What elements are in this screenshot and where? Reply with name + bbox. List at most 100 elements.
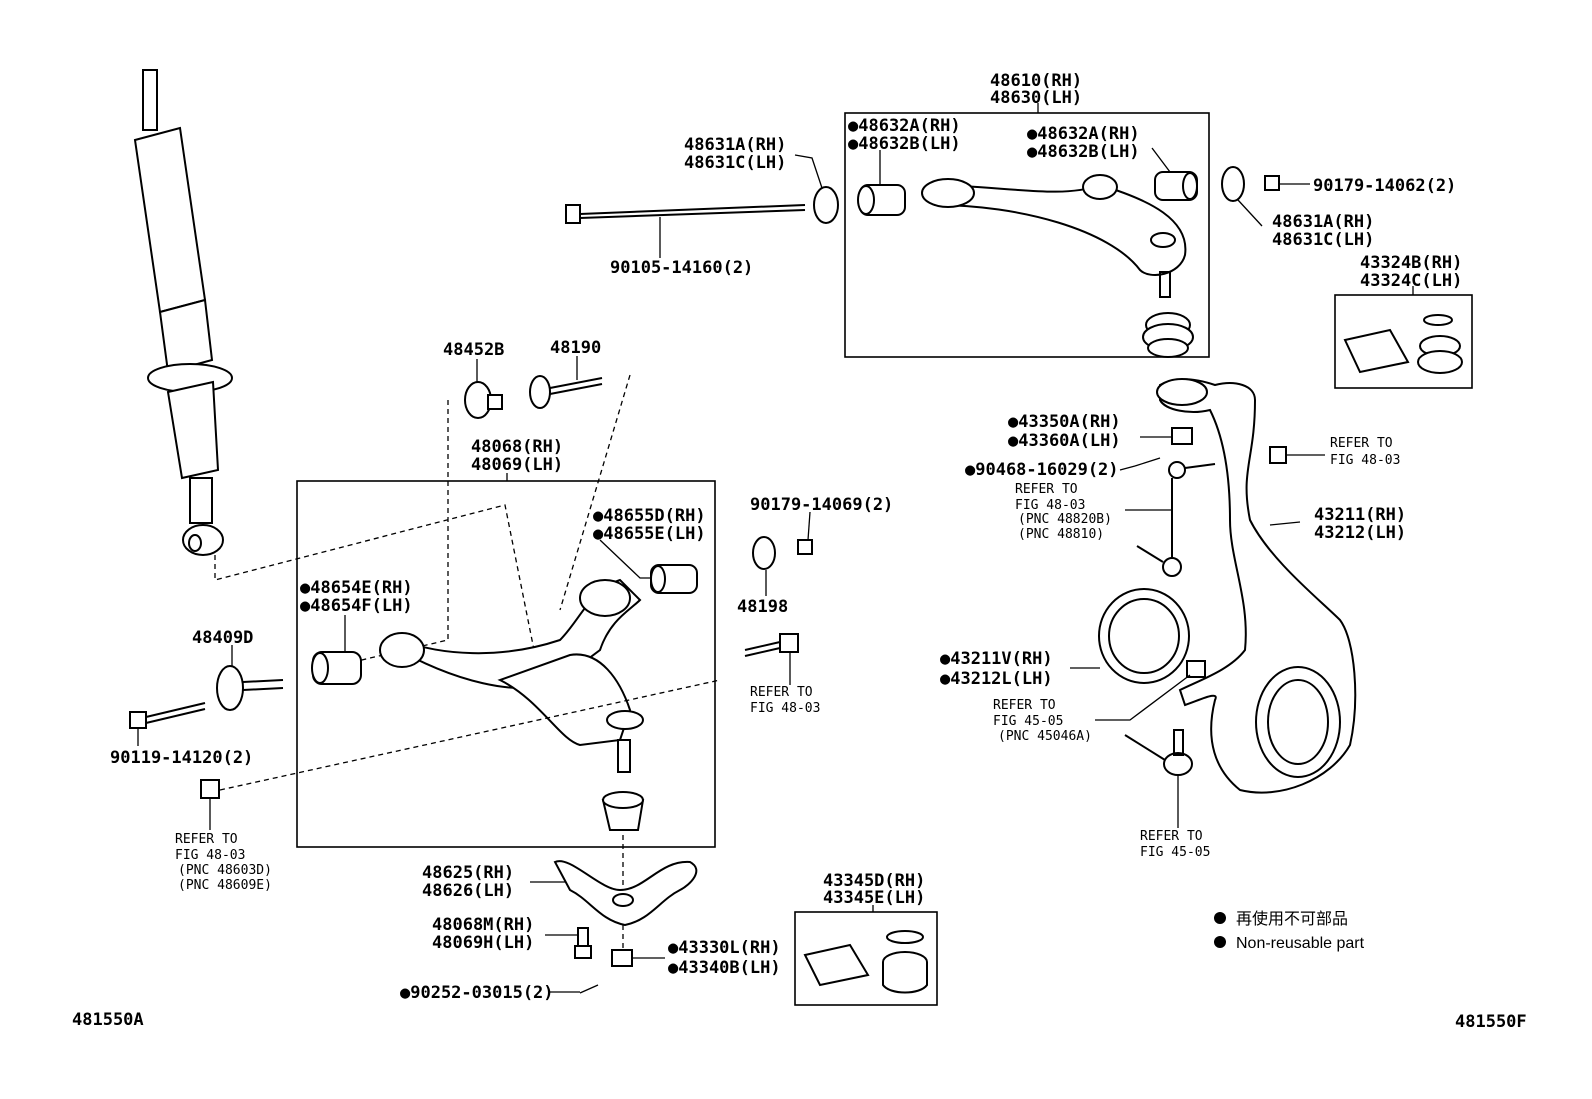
label-48654E[interactable]: ●48654E(RH) [300,578,413,598]
label-48631A-right[interactable]: 48631A(RH) [1272,212,1374,232]
label-48632A-left[interactable]: ●48632A(RH) [848,116,961,136]
refer-note-6-line3[interactable]: (PNC 48603D) [178,863,272,878]
bolt-90119-14120[interactable] [129,702,206,729]
refer-note-4-line1[interactable]: REFER TO [993,698,1056,713]
stabilizer-bracket-48625[interactable] [553,860,698,927]
label-43340B[interactable]: ●43340B(LH) [668,958,781,978]
refer-note-4-line3[interactable]: (PNC 45046A) [998,729,1092,744]
refer-note-2-line3[interactable]: (PNC 48820B) [1018,512,1112,527]
label-43345D[interactable]: 43345D(RH) [823,871,925,891]
lower-control-arm[interactable] [379,578,644,773]
label-90179-14069[interactable]: 90179-14069(2) [750,495,893,515]
oil-seal-43211V[interactable] [1098,588,1190,684]
nut-90179-14062[interactable] [1264,175,1280,191]
shock-absorber[interactable] [133,69,233,556]
label-90179-14062[interactable]: 90179-14062(2) [1313,176,1456,196]
label-48626[interactable]: 48626(LH) [422,881,514,901]
label-90252[interactable]: ●90252-03015(2) [400,983,554,1003]
cam-bolt-48190[interactable] [529,375,603,409]
lead-90468 [1119,465,1136,471]
refer-note-3-line1[interactable]: REFER TO [1330,436,1393,451]
label-48198[interactable]: 48198 [737,597,788,617]
lead-48631-left [794,154,823,189]
label-48632B-left[interactable]: ●48632B(LH) [848,134,961,154]
nut-refer-45-05[interactable] [1186,660,1206,678]
upper-control-arm[interactable] [921,174,1194,358]
label-43212[interactable]: 43212(LH) [1314,523,1406,543]
refer-note-6-line2[interactable]: FIG 48-03 [175,848,245,863]
nut-lower-front[interactable] [200,779,220,799]
label-48452B[interactable]: 48452B [443,340,504,360]
label-90468[interactable]: ●90468-16029(2) [965,460,1119,480]
upper-arm-bushing-left[interactable] [857,184,906,216]
stabilizer-link[interactable] [1136,461,1216,577]
label-48632A-right[interactable]: ●48632A(RH) [1027,124,1140,144]
nut-43330L[interactable] [611,949,633,967]
cam-washer-48198[interactable] [752,536,776,570]
label-43330L[interactable]: ●43330L(RH) [668,938,781,958]
steering-knuckle[interactable] [1156,378,1357,794]
cam-48409D[interactable] [216,665,284,711]
label-43212L[interactable]: ●43212L(LH) [940,669,1053,689]
refer-note-5-line1[interactable]: REFER TO [1140,829,1203,844]
refer-note-2-line1[interactable]: REFER TO [1015,482,1078,497]
label-43350A[interactable]: ●43350A(RH) [1008,412,1121,432]
nut-43350A[interactable] [1171,427,1193,445]
diagram-code-right: 481550F [1455,1012,1527,1032]
refer-note-6-line1[interactable]: REFER TO [175,832,238,847]
lower-arm-bushing-front[interactable] [311,651,362,685]
label-48409D[interactable]: 48409D [192,628,253,648]
upper-arm-box [844,112,1210,358]
legend-line-2: Non-reusable part [1236,935,1365,952]
refer-note-2-line4[interactable]: (PNC 48810) [1018,527,1104,542]
label-48632B-right[interactable]: ●48632B(LH) [1027,142,1140,162]
ball-joint-boot-lower[interactable] [601,791,645,831]
label-43324C[interactable]: 43324C(LH) [1360,271,1462,291]
label-48631A-left[interactable]: 48631A(RH) [684,135,786,155]
nut-refer-48-03[interactable] [1269,446,1287,464]
label-43345E[interactable]: 43345E(LH) [823,888,925,908]
refer-note-2-line2[interactable]: FIG 48-03 [1015,498,1085,513]
label-48631C-left[interactable]: 48631C(LH) [684,153,786,173]
refer-note-6-line4[interactable]: (PNC 48609E) [178,878,272,893]
cotter-pin-90468[interactable] [1134,457,1161,467]
label-48654F[interactable]: ●48654F(LH) [300,596,413,616]
label-48630[interactable]: 48630(LH) [990,88,1082,108]
refer-note-1-line1[interactable]: REFER TO [750,685,813,700]
refer-note-5-line2[interactable]: FIG 45-05 [1140,845,1210,860]
refer-note-3-line2[interactable]: FIG 48-03 [1330,453,1400,468]
label-43360A[interactable]: ●43360A(LH) [1008,431,1121,451]
label-48068[interactable]: 48068(RH) [471,437,563,457]
camber-cam-48452B[interactable] [464,381,503,419]
upper-arm-bushing-right[interactable] [1154,171,1198,201]
label-48610[interactable]: 48610(RH) [990,71,1082,91]
label-48068M[interactable]: 48068M(RH) [432,915,534,935]
label-48069H[interactable]: 48069H(LH) [432,933,534,953]
label-48190[interactable]: 48190 [550,338,601,358]
refer-note-4-line2[interactable]: FIG 45-05 [993,714,1063,729]
boot-kit-lower[interactable] [803,930,928,994]
lower-arm-bolt-rear[interactable] [744,633,799,657]
lower-arm-bushing-rear[interactable] [650,564,698,594]
upper-arm-bolt[interactable] [565,204,806,224]
boot-kit-upper[interactable] [1343,314,1463,374]
label-43211[interactable]: 43211(RH) [1314,505,1406,525]
cotter-pin-90252[interactable] [579,984,599,994]
label-48069[interactable]: 48069(LH) [471,455,563,475]
label-48655D[interactable]: ●48655D(RH) [593,506,706,526]
label-43324B[interactable]: 43324B(RH) [1360,253,1462,273]
label-48631C-right[interactable]: 48631C(LH) [1272,230,1374,250]
bolt-48068M[interactable] [574,927,592,959]
boot-kit-box-lower [794,911,938,1006]
label-90105[interactable]: 90105-14160(2) [610,258,753,278]
cam-washer-right[interactable] [1221,166,1245,202]
label-48655E[interactable]: ●48655E(LH) [593,524,706,544]
label-43211V[interactable]: ●43211V(RH) [940,649,1053,669]
refer-note-1-line2[interactable]: FIG 48-03 [750,701,820,716]
label-48625[interactable]: 48625(RH) [422,863,514,883]
tie-rod-end[interactable] [1124,729,1193,776]
cam-washer-left[interactable] [813,186,839,224]
nut-90179-14069[interactable] [797,539,813,555]
label-90119[interactable]: 90119-14120(2) [110,748,253,768]
